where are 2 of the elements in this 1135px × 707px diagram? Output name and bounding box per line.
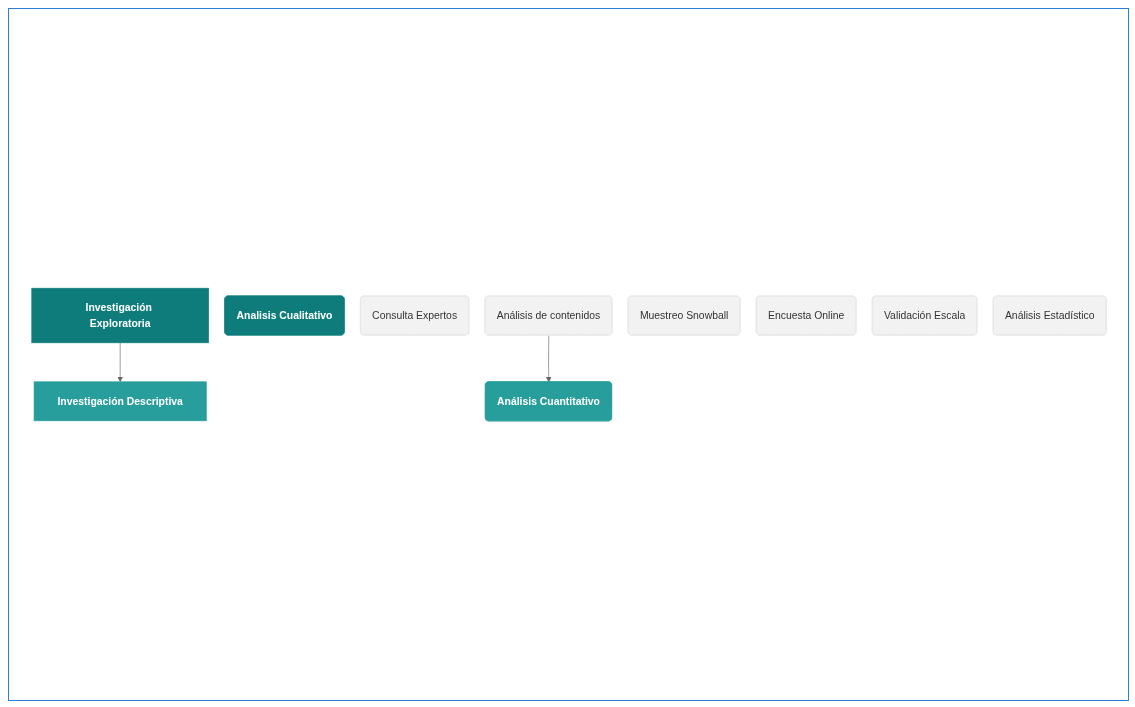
node-box: Investigación Exploratoria <box>30 287 209 344</box>
node-box: Investigación Descriptiva <box>33 381 207 422</box>
